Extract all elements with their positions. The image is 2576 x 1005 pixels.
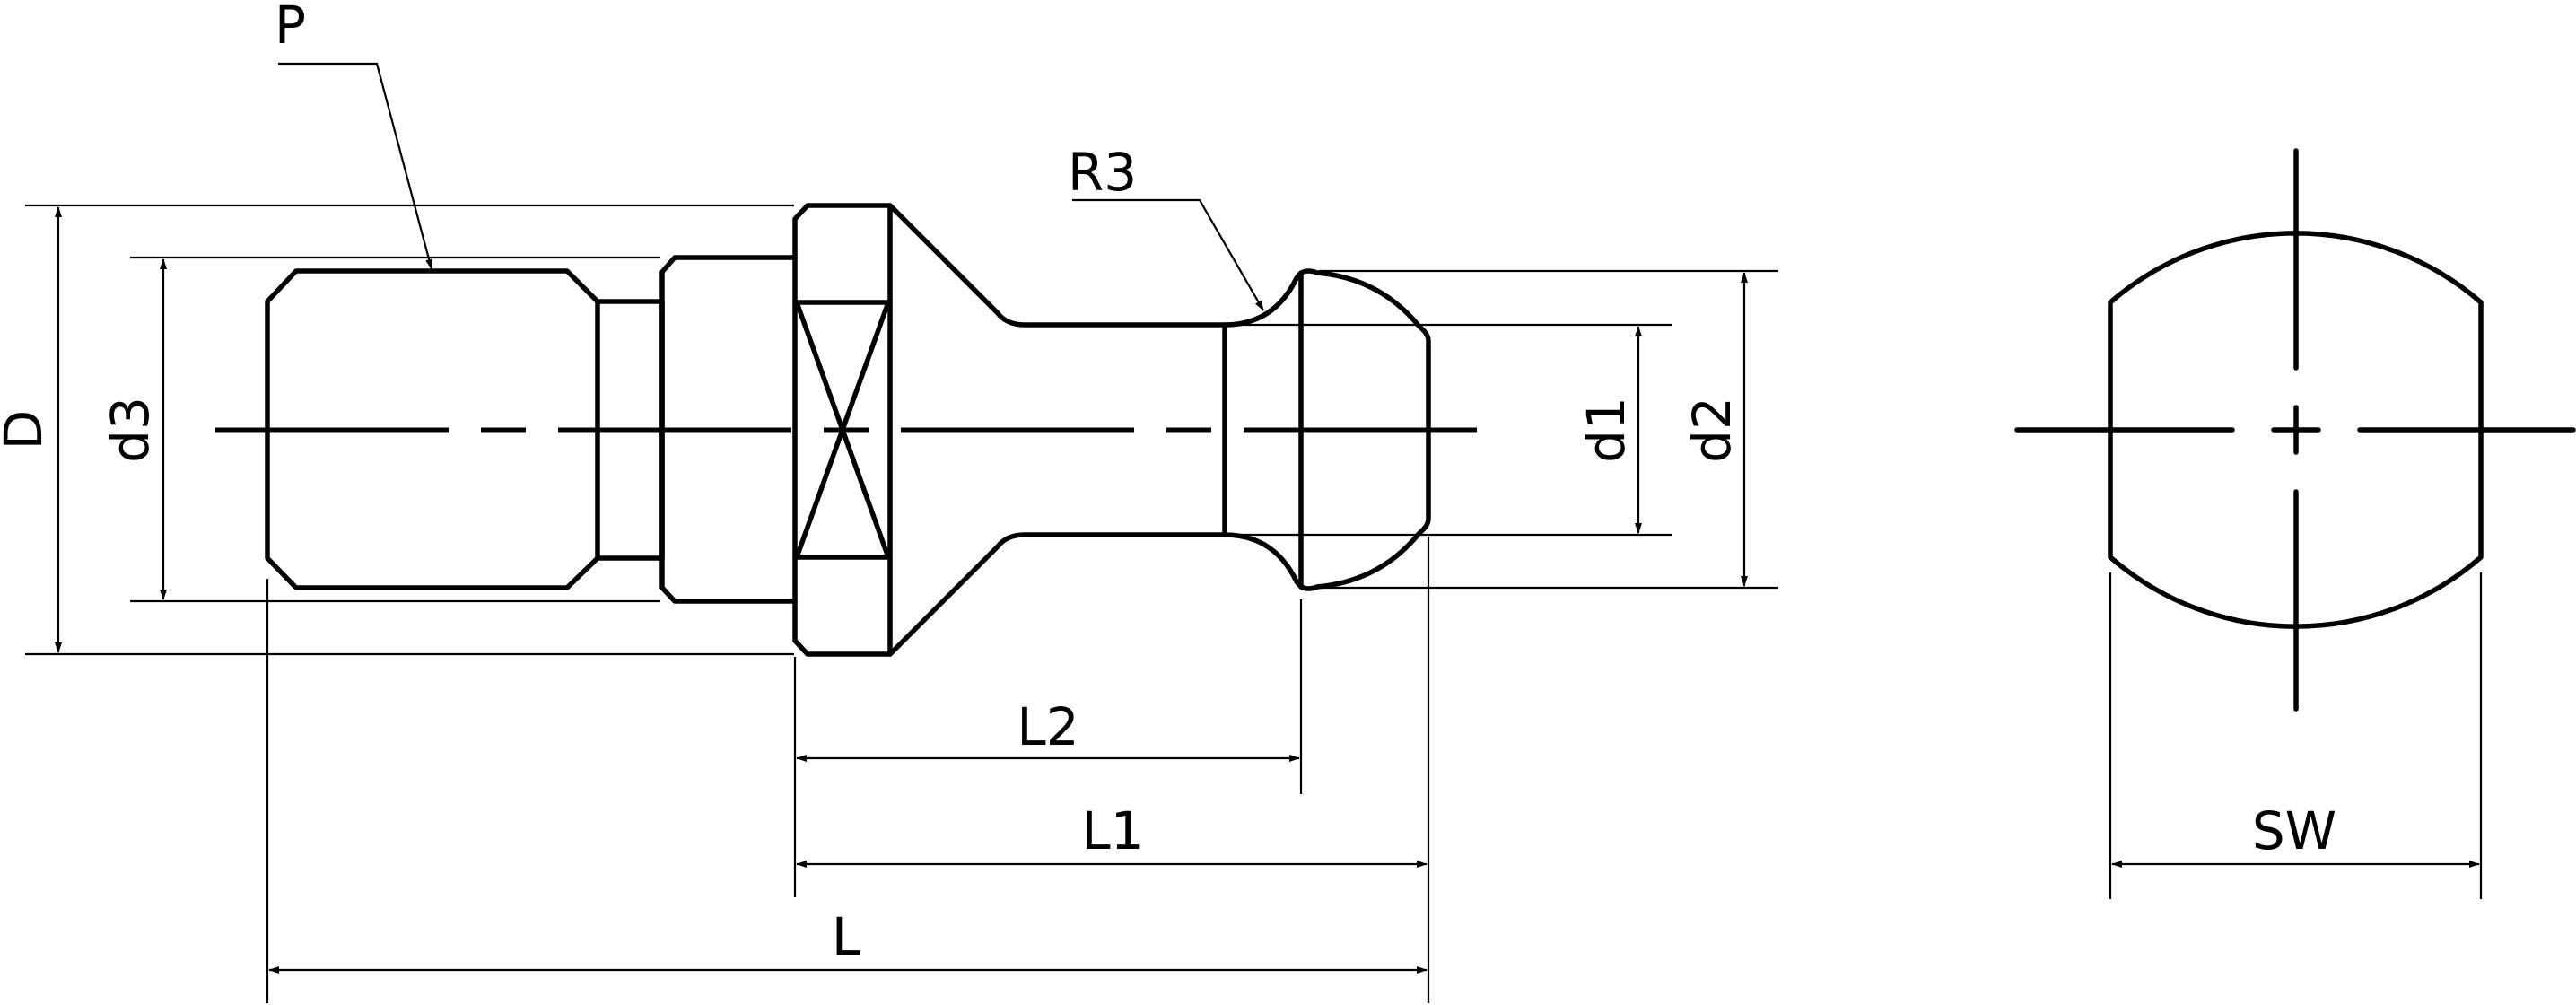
thread-section <box>265 268 600 590</box>
hex-diagonal-2 <box>794 300 891 560</box>
label-d3: d3 <box>100 397 161 463</box>
fillet-upper <box>1222 275 1299 328</box>
end-view-outline <box>2108 231 2484 629</box>
label-L2: L2 <box>1017 696 1078 757</box>
label-d1: d1 <box>1576 397 1637 463</box>
label-L: L <box>832 906 860 967</box>
taper-shank-upper <box>887 203 1227 328</box>
leader-P <box>278 62 433 270</box>
label-L1: L1 <box>1081 800 1143 861</box>
ball-head <box>1294 268 1431 591</box>
label-R3: R3 <box>1068 142 1137 203</box>
label-d2: d2 <box>1681 397 1742 463</box>
fillet-lower <box>1222 532 1299 584</box>
side-dimensions: P R3 D d3 d1 d2 L2 L1 L <box>0 0 1778 1003</box>
side-view <box>215 203 1489 657</box>
taper-shank-lower <box>887 532 1227 657</box>
label-P: P <box>275 0 306 56</box>
end-dimensions: SW <box>2109 572 2483 899</box>
collar <box>659 255 798 604</box>
leader-R3 <box>1072 198 1264 311</box>
label-D: D <box>0 410 54 450</box>
label-SW: SW <box>2252 800 2336 861</box>
end-view <box>2014 148 2576 712</box>
